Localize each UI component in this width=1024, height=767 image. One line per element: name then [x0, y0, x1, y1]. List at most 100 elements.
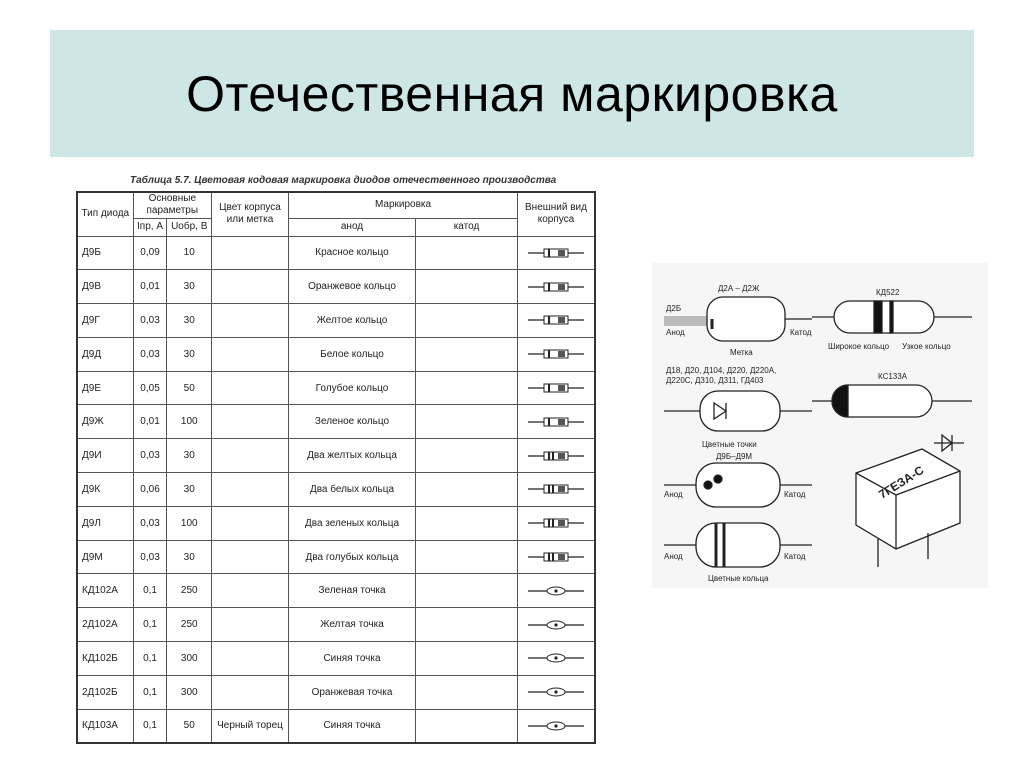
case-crystal: [558, 283, 565, 290]
case-ring: [548, 417, 550, 426]
case-ring: [548, 485, 550, 494]
cell-type: КД103А: [76, 708, 134, 744]
case-crystal: [558, 486, 565, 493]
cell-type: Д9Б: [76, 235, 134, 271]
cell-uobr: 50: [166, 708, 212, 744]
case-ring: [552, 485, 554, 494]
cell-cathode: [415, 607, 518, 643]
case-ring: [548, 451, 550, 460]
cell-anode: Желтое кольцо: [288, 303, 416, 338]
label-anode-3: Анод: [664, 552, 683, 561]
cell-type: 2Д102Б: [76, 674, 134, 710]
header-appearance: Внешний вид корпуса: [517, 191, 596, 237]
case-ring: [548, 553, 550, 562]
cell-ipr: 0,1: [132, 573, 168, 609]
cell-ipr: 0,01: [132, 269, 168, 305]
label-kc133: КС133А: [878, 372, 908, 381]
cell-body-color: [211, 370, 289, 406]
cell-case: [517, 269, 596, 305]
label-narrow-ring: Узкое кольцо: [902, 342, 951, 351]
cell-type: КД102А: [76, 573, 134, 609]
d9rings-body: [695, 522, 781, 568]
module-edges: [855, 470, 961, 549]
cell-cathode: [415, 539, 518, 575]
case-ring: [548, 384, 550, 393]
cell-ipr: 0,01: [132, 404, 168, 440]
cell-type: КД102Б: [76, 641, 134, 676]
label-cathode-3: Катод: [784, 552, 806, 561]
cell-cathode: [415, 269, 518, 305]
kc133-black-end: [831, 384, 849, 418]
cell-case: [517, 539, 596, 575]
cell-type: Д9Е: [76, 370, 134, 406]
label-color-dots: Цветные точки: [702, 440, 757, 449]
header-cathode: катод: [415, 217, 518, 237]
case-icon: [528, 451, 584, 461]
case-ring: [548, 350, 550, 359]
cell-type: Д9М: [76, 539, 134, 575]
d2-body: [706, 296, 786, 342]
case-body: [543, 315, 569, 325]
package-drawings-svg: Д2А – Д2Ж Д2Б Анод Катод Метка Д18, Д20,…: [664, 284, 972, 583]
cell-type: 2Д102А: [76, 607, 134, 643]
color-dot-1: [703, 480, 713, 490]
label-d2-range: Д2А – Д2Ж: [718, 284, 760, 293]
slide-title: Отечественная маркировка: [186, 65, 838, 122]
cell-anode: Два белых кольца: [288, 472, 416, 507]
cell-ipr: 0,09: [132, 235, 168, 271]
cell-ipr: 0,06: [132, 472, 168, 507]
cell-uobr: 30: [166, 269, 212, 305]
case-icon: [528, 248, 584, 258]
cell-case: [517, 370, 596, 406]
cell-anode: Красное кольцо: [288, 235, 416, 271]
label-mark: Метка: [730, 348, 753, 357]
case-dot: [554, 623, 558, 627]
label-anode-1: Анод: [666, 328, 685, 337]
cell-uobr: 30: [166, 438, 212, 474]
case-ring: [548, 282, 550, 291]
cell-case: [517, 336, 596, 372]
cell-body-color: [211, 269, 289, 305]
case-crystal: [558, 351, 565, 358]
cell-uobr: 30: [166, 472, 212, 507]
case-body: [543, 518, 569, 528]
cell-uobr: 100: [166, 404, 212, 440]
case-body: [543, 282, 569, 292]
case-ring: [552, 553, 554, 562]
cell-anode: Голубое кольцо: [288, 370, 416, 406]
case-ring: [548, 248, 550, 257]
kd522-narrow-ring: [889, 300, 894, 334]
diode-marking-table: Тип диода Основные параметры Цвет корпус…: [76, 191, 596, 744]
cell-anode: Зеленое кольцо: [288, 404, 416, 440]
cell-type: Д9Ж: [76, 404, 134, 440]
kd522-wide-ring: [873, 300, 883, 334]
label-d9-range: Д9Б–Д9М: [716, 452, 752, 461]
title-band: Отечественная маркировка: [50, 30, 974, 157]
cell-cathode: [415, 303, 518, 338]
case-crystal: [558, 385, 565, 392]
cell-anode: Белое кольцо: [288, 336, 416, 372]
case-icon: [528, 349, 584, 359]
cell-type: Д9К: [76, 472, 134, 507]
cell-uobr: 50: [166, 370, 212, 406]
cell-cathode: [415, 235, 518, 271]
case-icon: [528, 653, 584, 663]
cell-ipr: 0,05: [132, 370, 168, 406]
cell-anode: Два голубых кольца: [288, 539, 416, 575]
cell-type: Д9И: [76, 438, 134, 474]
cell-uobr: 250: [166, 573, 212, 609]
label-wide-ring: Широкое кольцо: [828, 342, 890, 351]
cell-ipr: 0,1: [132, 641, 168, 676]
case-icon: [528, 721, 584, 731]
cell-anode: Оранжевое кольцо: [288, 269, 416, 305]
cell-ipr: 0,1: [132, 607, 168, 643]
cell-cathode: [415, 370, 518, 406]
case-icon: [528, 586, 584, 596]
cell-type: Д9Л: [76, 505, 134, 541]
